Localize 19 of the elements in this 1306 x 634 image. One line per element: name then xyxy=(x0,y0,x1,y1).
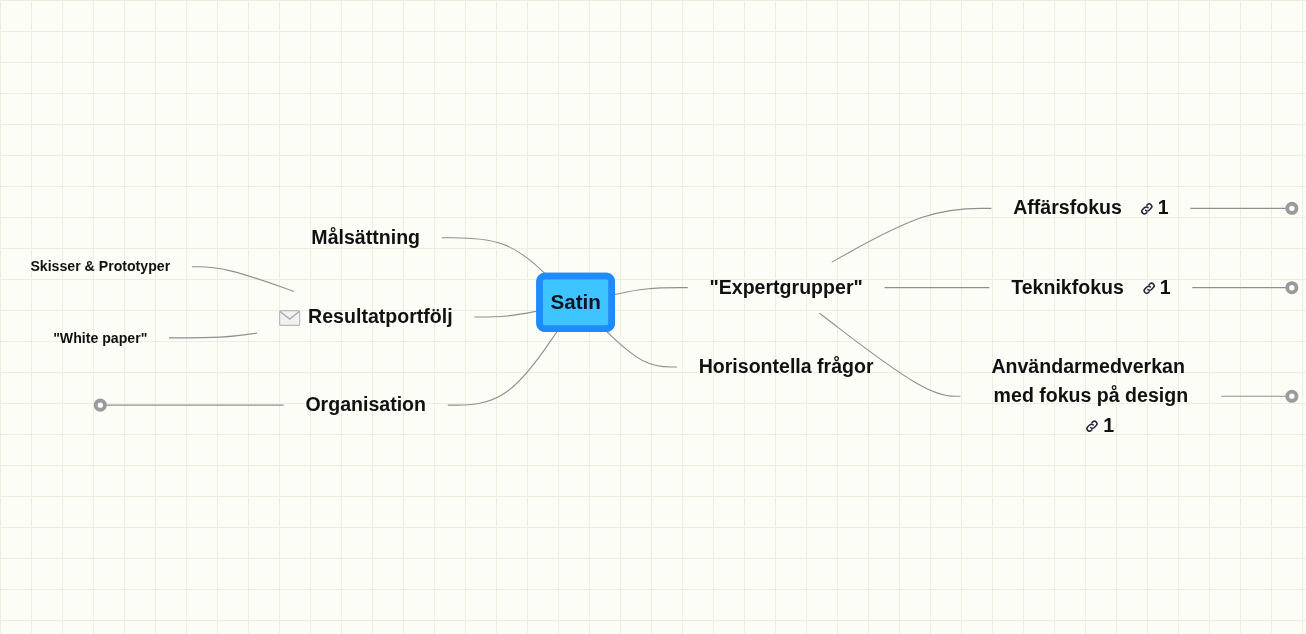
connector xyxy=(883,287,990,289)
node-text: Horisontella frågor xyxy=(698,355,874,378)
connector xyxy=(168,332,258,339)
connector xyxy=(818,312,962,397)
connector xyxy=(831,207,992,263)
node-text: Skisser & Prototyper xyxy=(30,258,171,275)
connector xyxy=(191,266,295,292)
connector xyxy=(105,404,285,406)
node-text: "Expertgrupper" xyxy=(709,276,863,298)
node-text: Affärsfokus 1 xyxy=(1013,196,1169,219)
node-text: "White paper" xyxy=(53,329,148,346)
node-label: Resultatportfölj xyxy=(308,305,453,328)
connector xyxy=(1220,395,1287,397)
node-text: Användarmedverkan med fokus på design 1 xyxy=(991,355,1189,436)
node-text: Organisation xyxy=(305,393,427,416)
connector xyxy=(1189,207,1287,209)
node-text: Målsättning xyxy=(311,226,421,249)
node-text: Teknikfokus 1 xyxy=(1011,276,1171,298)
connector xyxy=(1191,287,1287,289)
